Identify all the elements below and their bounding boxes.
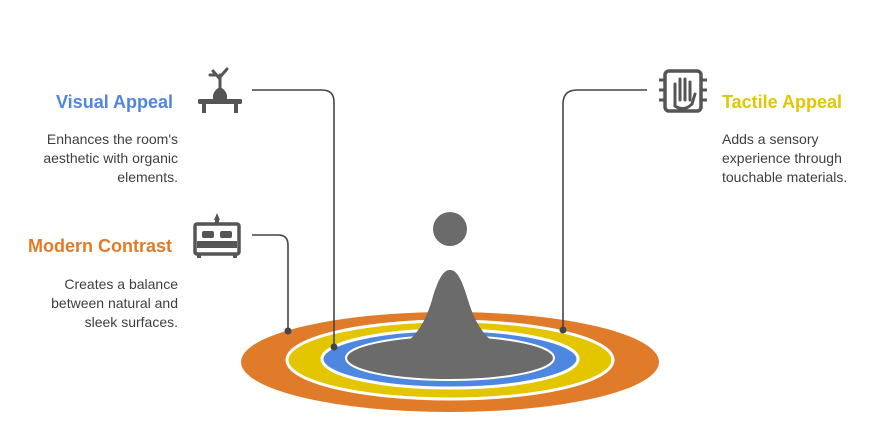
- tactile-appeal-desc-line-1: Adds a sensory: [722, 131, 819, 147]
- hand-on-chip-icon: [659, 69, 707, 113]
- connector-tactile-dot: [559, 326, 567, 334]
- modern-contrast-desc-line-2: between natural and: [51, 295, 178, 311]
- water-droplet: [433, 212, 467, 246]
- visual-appeal-desc: Enhances the room's aesthetic with organ…: [0, 130, 178, 187]
- connector-modern-dot: [284, 327, 292, 335]
- bed-with-lamp-icon: [193, 213, 241, 258]
- modern-contrast-desc-line-1: Creates a balance: [64, 276, 178, 292]
- tactile-appeal-title: Tactile Appeal: [722, 92, 843, 112]
- tactile-appeal-desc-line-2: experience through: [722, 150, 842, 166]
- tactile-appeal-desc-line-3: touchable materials.: [722, 169, 848, 185]
- visual-appeal-desc-line-1: Enhances the room's: [46, 131, 178, 147]
- visual-appeal-title: Visual Appeal: [56, 92, 174, 112]
- tactile-appeal-desc: Adds a sensory experience through toucha…: [722, 130, 882, 187]
- modern-contrast-desc-line-3: sleek surfaces.: [84, 314, 178, 330]
- visual-appeal-desc-line-3: elements.: [117, 169, 178, 185]
- connector-visual-dot: [330, 343, 338, 351]
- connector-visual: [252, 89, 335, 347]
- connector-tactile: [562, 89, 647, 330]
- modern-contrast-desc: Creates a balance between natural and sl…: [0, 275, 178, 332]
- connector-modern: [252, 234, 289, 331]
- modern-contrast-title: Modern Contrast: [28, 236, 172, 256]
- visual-appeal-desc-line-2: aesthetic with organic: [43, 150, 178, 166]
- plant-on-table-icon: [198, 67, 242, 113]
- water-splash-peak: [348, 270, 552, 369]
